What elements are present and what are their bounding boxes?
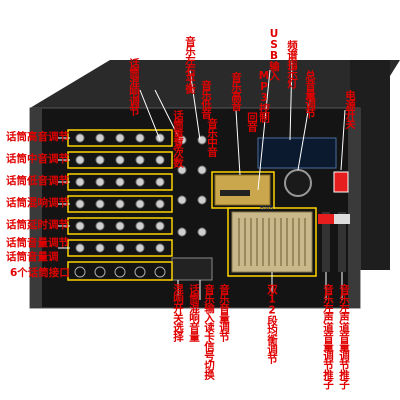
right-fader-knob — [334, 214, 350, 224]
label-echo: 回音 — [246, 112, 258, 131]
highlight-boxes — [67, 129, 317, 281]
label-music-balance: 音乐左右平衡 — [184, 36, 196, 93]
label-music-mid: 音乐中音 — [206, 118, 218, 156]
music-knobs — [177, 135, 207, 237]
brand-plate: BMB — [260, 205, 273, 212]
label-master-volume: 总音量调节 — [304, 70, 316, 118]
left-fader-track — [322, 212, 330, 272]
label-mic-echo-vol: 话筒混响音量 — [188, 284, 200, 341]
label-mic-treble: 话筒高音调节 — [6, 131, 69, 143]
label-mic-reverb: 话筒混响调节 — [6, 197, 69, 209]
label-mic-volume: 话筒音量调节 — [6, 237, 69, 249]
spectrum-display — [257, 137, 337, 169]
callout-lines — [58, 59, 346, 300]
label-power: 电源开关 — [344, 90, 356, 128]
label-mic-level: 话筒音量调 — [6, 251, 59, 263]
eq-panel — [231, 211, 313, 273]
label-spectrum: 频谱指示灯 — [286, 40, 298, 88]
label-mic-mid: 话筒中音调节 — [6, 153, 69, 165]
eq-sliders — [238, 218, 306, 266]
rack-ear-right — [348, 108, 360, 308]
mic-input-jacks — [74, 266, 166, 278]
label-music-bass: 音乐低音 — [200, 80, 212, 118]
chassis-top — [30, 60, 400, 108]
label-music-treble: 音乐高音 — [230, 72, 242, 110]
left-fader-knob — [318, 214, 334, 224]
right-fader-track — [338, 212, 346, 272]
label-mic-inputs: 6个话筒接口 — [10, 267, 70, 279]
label-music-source: 音乐输入读卡信号切换 — [203, 284, 215, 379]
label-lr-fader-2: 音乐左声道音量调节推子 — [338, 284, 350, 389]
rack-ear-left — [30, 108, 42, 308]
card-slot — [220, 190, 250, 196]
label-mp3-control: MP3控制 — [258, 70, 270, 122]
label-echo-switch: 混响开关选择 — [172, 284, 184, 341]
label-mic-bass: 话筒低音调节 — [6, 175, 69, 187]
switch-panel — [171, 257, 213, 281]
mic-knob-grid — [75, 133, 165, 253]
label-music-vol: 音乐音量调节 — [218, 284, 230, 341]
label-mic-vol-top: 话筒混响调节 — [128, 58, 140, 115]
master-volume-knob — [284, 169, 312, 197]
label-eq: 双12段均衡调节 — [266, 284, 278, 363]
label-mic-repeat: 话筒重复次数 — [172, 110, 184, 167]
label-mic-delay: 话筒延时调节 — [6, 219, 69, 231]
power-switch — [333, 171, 349, 193]
label-usb-input: USB输入 — [268, 28, 280, 80]
label-lr-fader: 音乐左声道音量调节推子 — [322, 284, 334, 389]
